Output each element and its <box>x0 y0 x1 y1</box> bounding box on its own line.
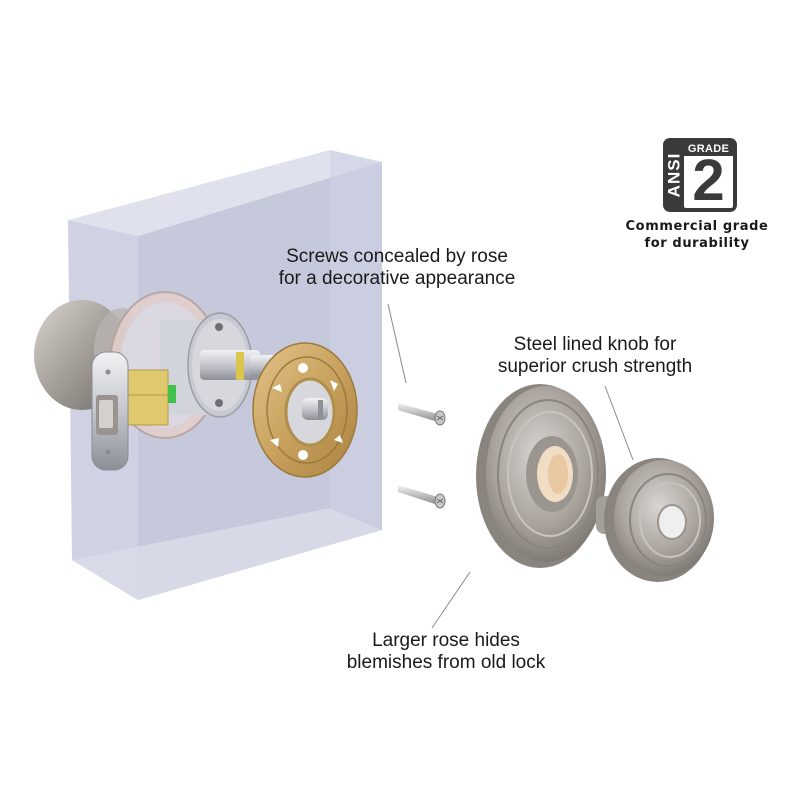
badge-caption-line1: Commercial grade <box>625 219 769 234</box>
knob-leader <box>604 385 634 461</box>
screw-top <box>398 403 446 426</box>
callout-rose-line2: blemishes from old lock <box>346 652 546 673</box>
callout-rose-line1: Larger rose hides <box>372 630 520 651</box>
badge-grade-label: GRADE <box>684 142 733 156</box>
badge-caption-line2: for durability <box>644 236 750 251</box>
leader-lines <box>387 303 634 629</box>
rose <box>476 384 606 568</box>
badge-caption: Commercial grade for durability <box>612 218 782 252</box>
ansi-grade-2-badge: ANSI GRADE 2 <box>663 138 737 212</box>
screws <box>398 403 446 509</box>
door-block <box>68 150 382 600</box>
badge-ansi-label: ANSI <box>664 152 683 198</box>
callout-knob-line1: Steel lined knob for <box>513 334 677 355</box>
callout-screws: Screws concealed by rose for a decorativ… <box>252 246 542 290</box>
callout-screws-line2: for a decorative appearance <box>278 268 516 289</box>
screw-bottom <box>398 485 446 509</box>
callout-knob: Steel lined knob for superior crush stre… <box>470 334 720 378</box>
latch <box>91 351 129 471</box>
callout-knob-line2: superior crush strength <box>497 356 693 377</box>
rose-leader <box>431 571 471 629</box>
mounting-plate <box>252 342 358 478</box>
outside-knob <box>596 458 714 582</box>
callout-rose: Larger rose hides blemishes from old loc… <box>316 630 576 674</box>
screws-leader <box>387 303 407 384</box>
badge-inner-panel: GRADE 2 <box>684 142 733 213</box>
badge-grade-number: 2 <box>692 148 725 213</box>
callout-screws-line1: Screws concealed by rose <box>286 246 508 267</box>
